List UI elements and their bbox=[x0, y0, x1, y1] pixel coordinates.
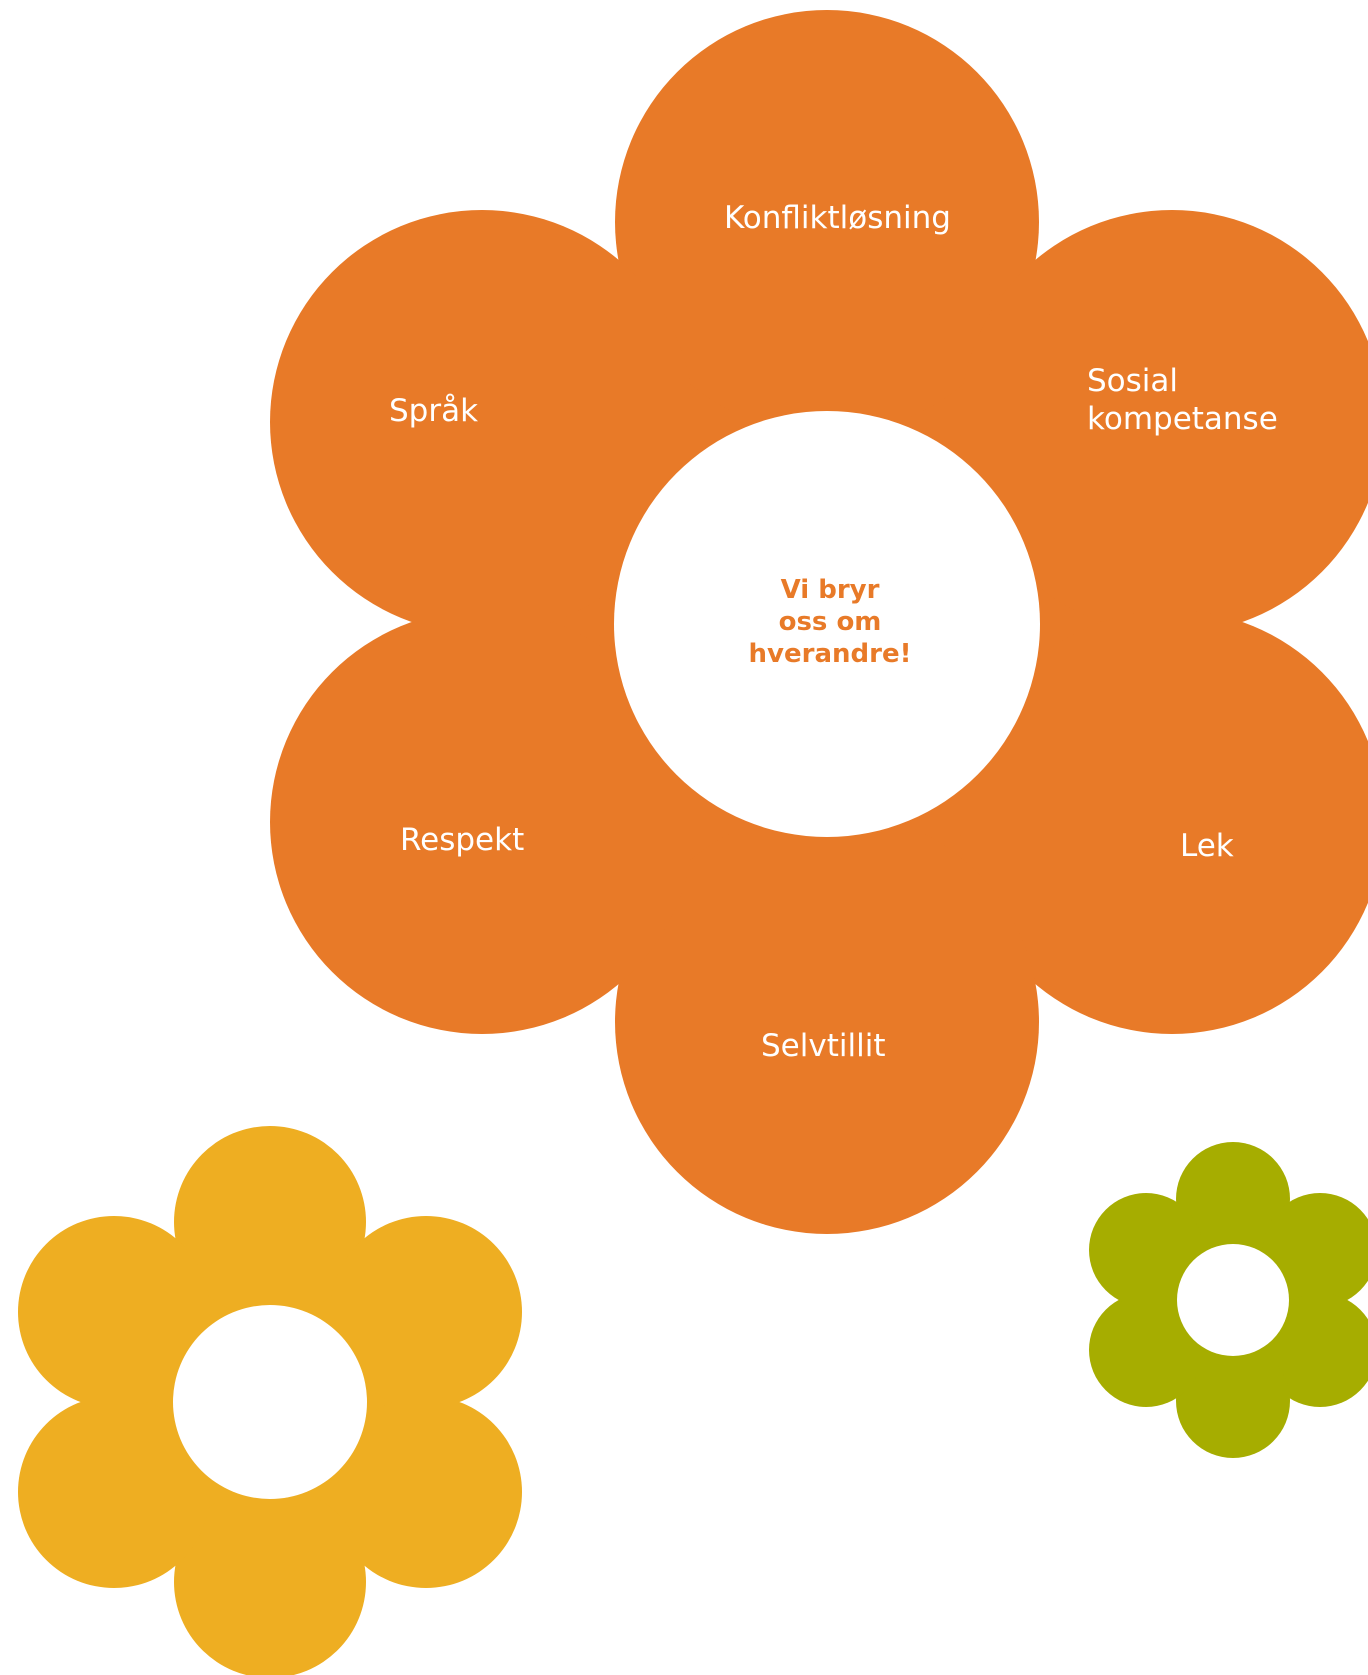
green-petal bbox=[1089, 1193, 1203, 1307]
petal-selvtillit bbox=[615, 810, 1039, 1234]
green-petal bbox=[1089, 1293, 1203, 1407]
label-sosial-kompetanse: Sosial kompetanse bbox=[1087, 363, 1278, 437]
yellow-petal bbox=[174, 1126, 366, 1318]
yellow-petal bbox=[330, 1216, 522, 1408]
label-lek: Lek bbox=[1180, 828, 1234, 864]
green-petal bbox=[1263, 1293, 1368, 1407]
label-konfliktlosning: Konfliktløsning bbox=[724, 200, 951, 236]
yellow-petal bbox=[174, 1486, 366, 1675]
yellow-petal bbox=[18, 1396, 210, 1588]
yellow-petal bbox=[330, 1396, 522, 1588]
yellow-flower-center bbox=[173, 1305, 367, 1499]
main-flower-center bbox=[614, 411, 1040, 837]
yellow-petal bbox=[18, 1216, 210, 1408]
petal-respekt bbox=[270, 610, 694, 1034]
label-selvtillit: Selvtillit bbox=[761, 1028, 886, 1064]
green-petal bbox=[1176, 1344, 1290, 1458]
center-slogan-line: Vi bryr bbox=[780, 575, 880, 605]
green-flower bbox=[1089, 1142, 1368, 1458]
green-flower-center bbox=[1177, 1244, 1289, 1356]
center-slogan-line: hverandre! bbox=[748, 639, 912, 669]
green-petal bbox=[1263, 1193, 1368, 1307]
petal-konfliktlosning bbox=[615, 10, 1039, 434]
yellow-flower bbox=[18, 1126, 522, 1675]
petal-lek bbox=[960, 610, 1368, 1034]
label-respekt: Respekt bbox=[400, 822, 525, 858]
center-slogan-line: oss om bbox=[778, 607, 882, 637]
petal-sprak bbox=[270, 210, 694, 634]
green-petal bbox=[1176, 1142, 1290, 1256]
petal-sosial-kompetanse bbox=[960, 210, 1368, 634]
label-sprak: Språk bbox=[389, 393, 479, 429]
main-flower bbox=[270, 10, 1368, 1234]
center-slogan: Vi bryr oss om hverandre! bbox=[745, 574, 915, 670]
